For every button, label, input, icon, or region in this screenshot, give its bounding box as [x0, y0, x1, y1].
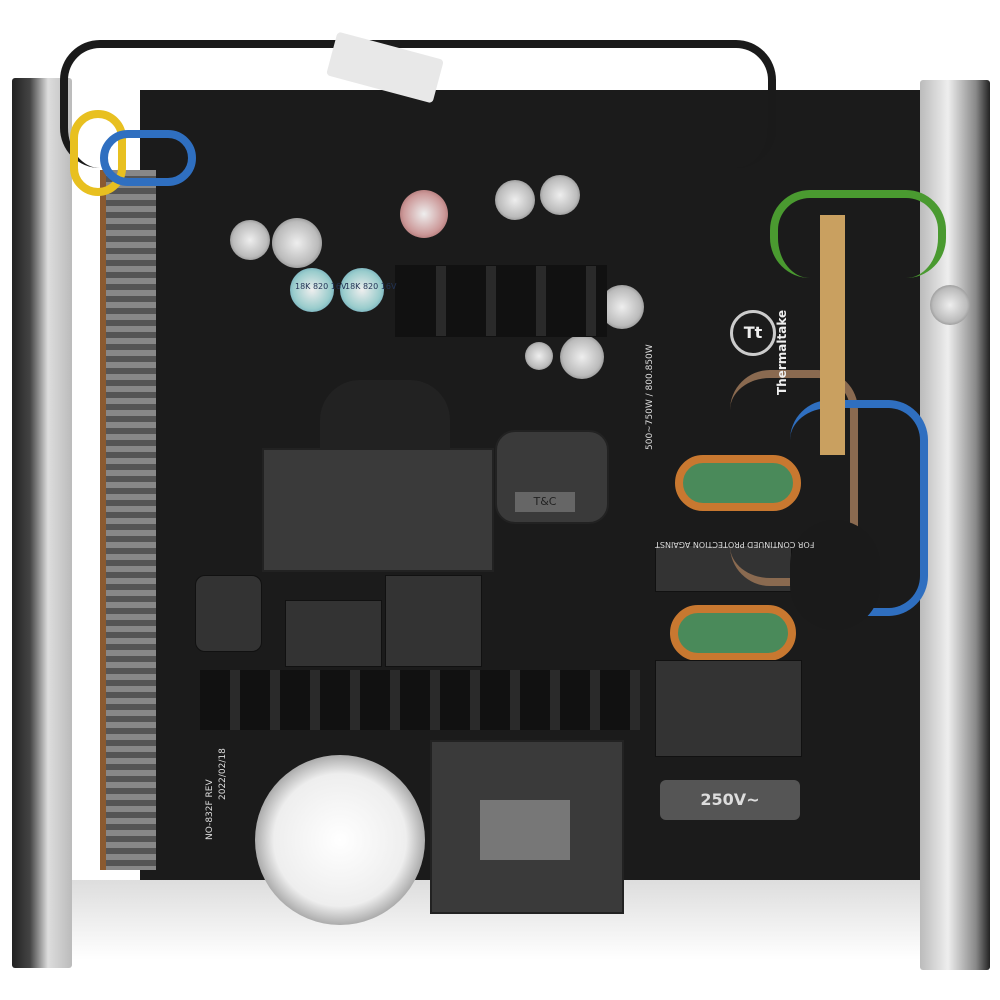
ferrite-bead	[790, 520, 880, 630]
pfc-coil-wrap	[480, 800, 570, 860]
bridge-rectifier	[285, 600, 382, 667]
inductor	[195, 575, 262, 652]
x-capacitor: 250V~	[660, 780, 800, 820]
ground-screw	[930, 285, 970, 325]
input-filter-board	[820, 215, 845, 455]
capacitor	[272, 218, 322, 268]
capacitor	[525, 342, 553, 370]
polymer-capacitor	[340, 268, 384, 312]
component-block	[385, 575, 482, 667]
cap-label: 18K 820 16V	[345, 282, 397, 291]
aux-transformer	[495, 430, 609, 524]
main-transformer	[262, 448, 494, 572]
primary-heatsink	[200, 670, 640, 730]
bulk-capacitor	[255, 755, 425, 925]
capacitor	[560, 335, 604, 379]
chassis-left-wall	[12, 78, 72, 968]
inductor	[320, 380, 450, 450]
capacitor	[400, 190, 448, 238]
brand-label: Thermaltake	[775, 309, 789, 395]
revision-label: NO-832F REV	[205, 779, 215, 840]
common-mode-choke	[675, 455, 801, 511]
capacitor	[540, 175, 580, 215]
capacitor	[600, 285, 644, 329]
x-capacitor-block	[655, 660, 802, 757]
common-mode-choke	[670, 605, 796, 661]
date-label: 2022/02/18	[218, 748, 228, 800]
protection-notice: FOR CONTINUED PROTECTION AGAINST	[655, 540, 815, 549]
cable-bundle	[60, 40, 776, 168]
transformer-label: T&C	[515, 492, 575, 512]
blue-wire	[100, 130, 196, 186]
ground-wire	[770, 190, 946, 278]
mosfet-heatsink	[395, 265, 607, 337]
capacitor	[495, 180, 535, 220]
rating-label: 500~750W / 800.850W	[645, 344, 655, 450]
cap-label: 18K 820 16V	[295, 282, 347, 291]
secondary-heatsink	[100, 170, 156, 870]
polymer-capacitor	[290, 268, 334, 312]
thermaltake-logo: Tt	[730, 310, 776, 356]
capacitor	[230, 220, 270, 260]
